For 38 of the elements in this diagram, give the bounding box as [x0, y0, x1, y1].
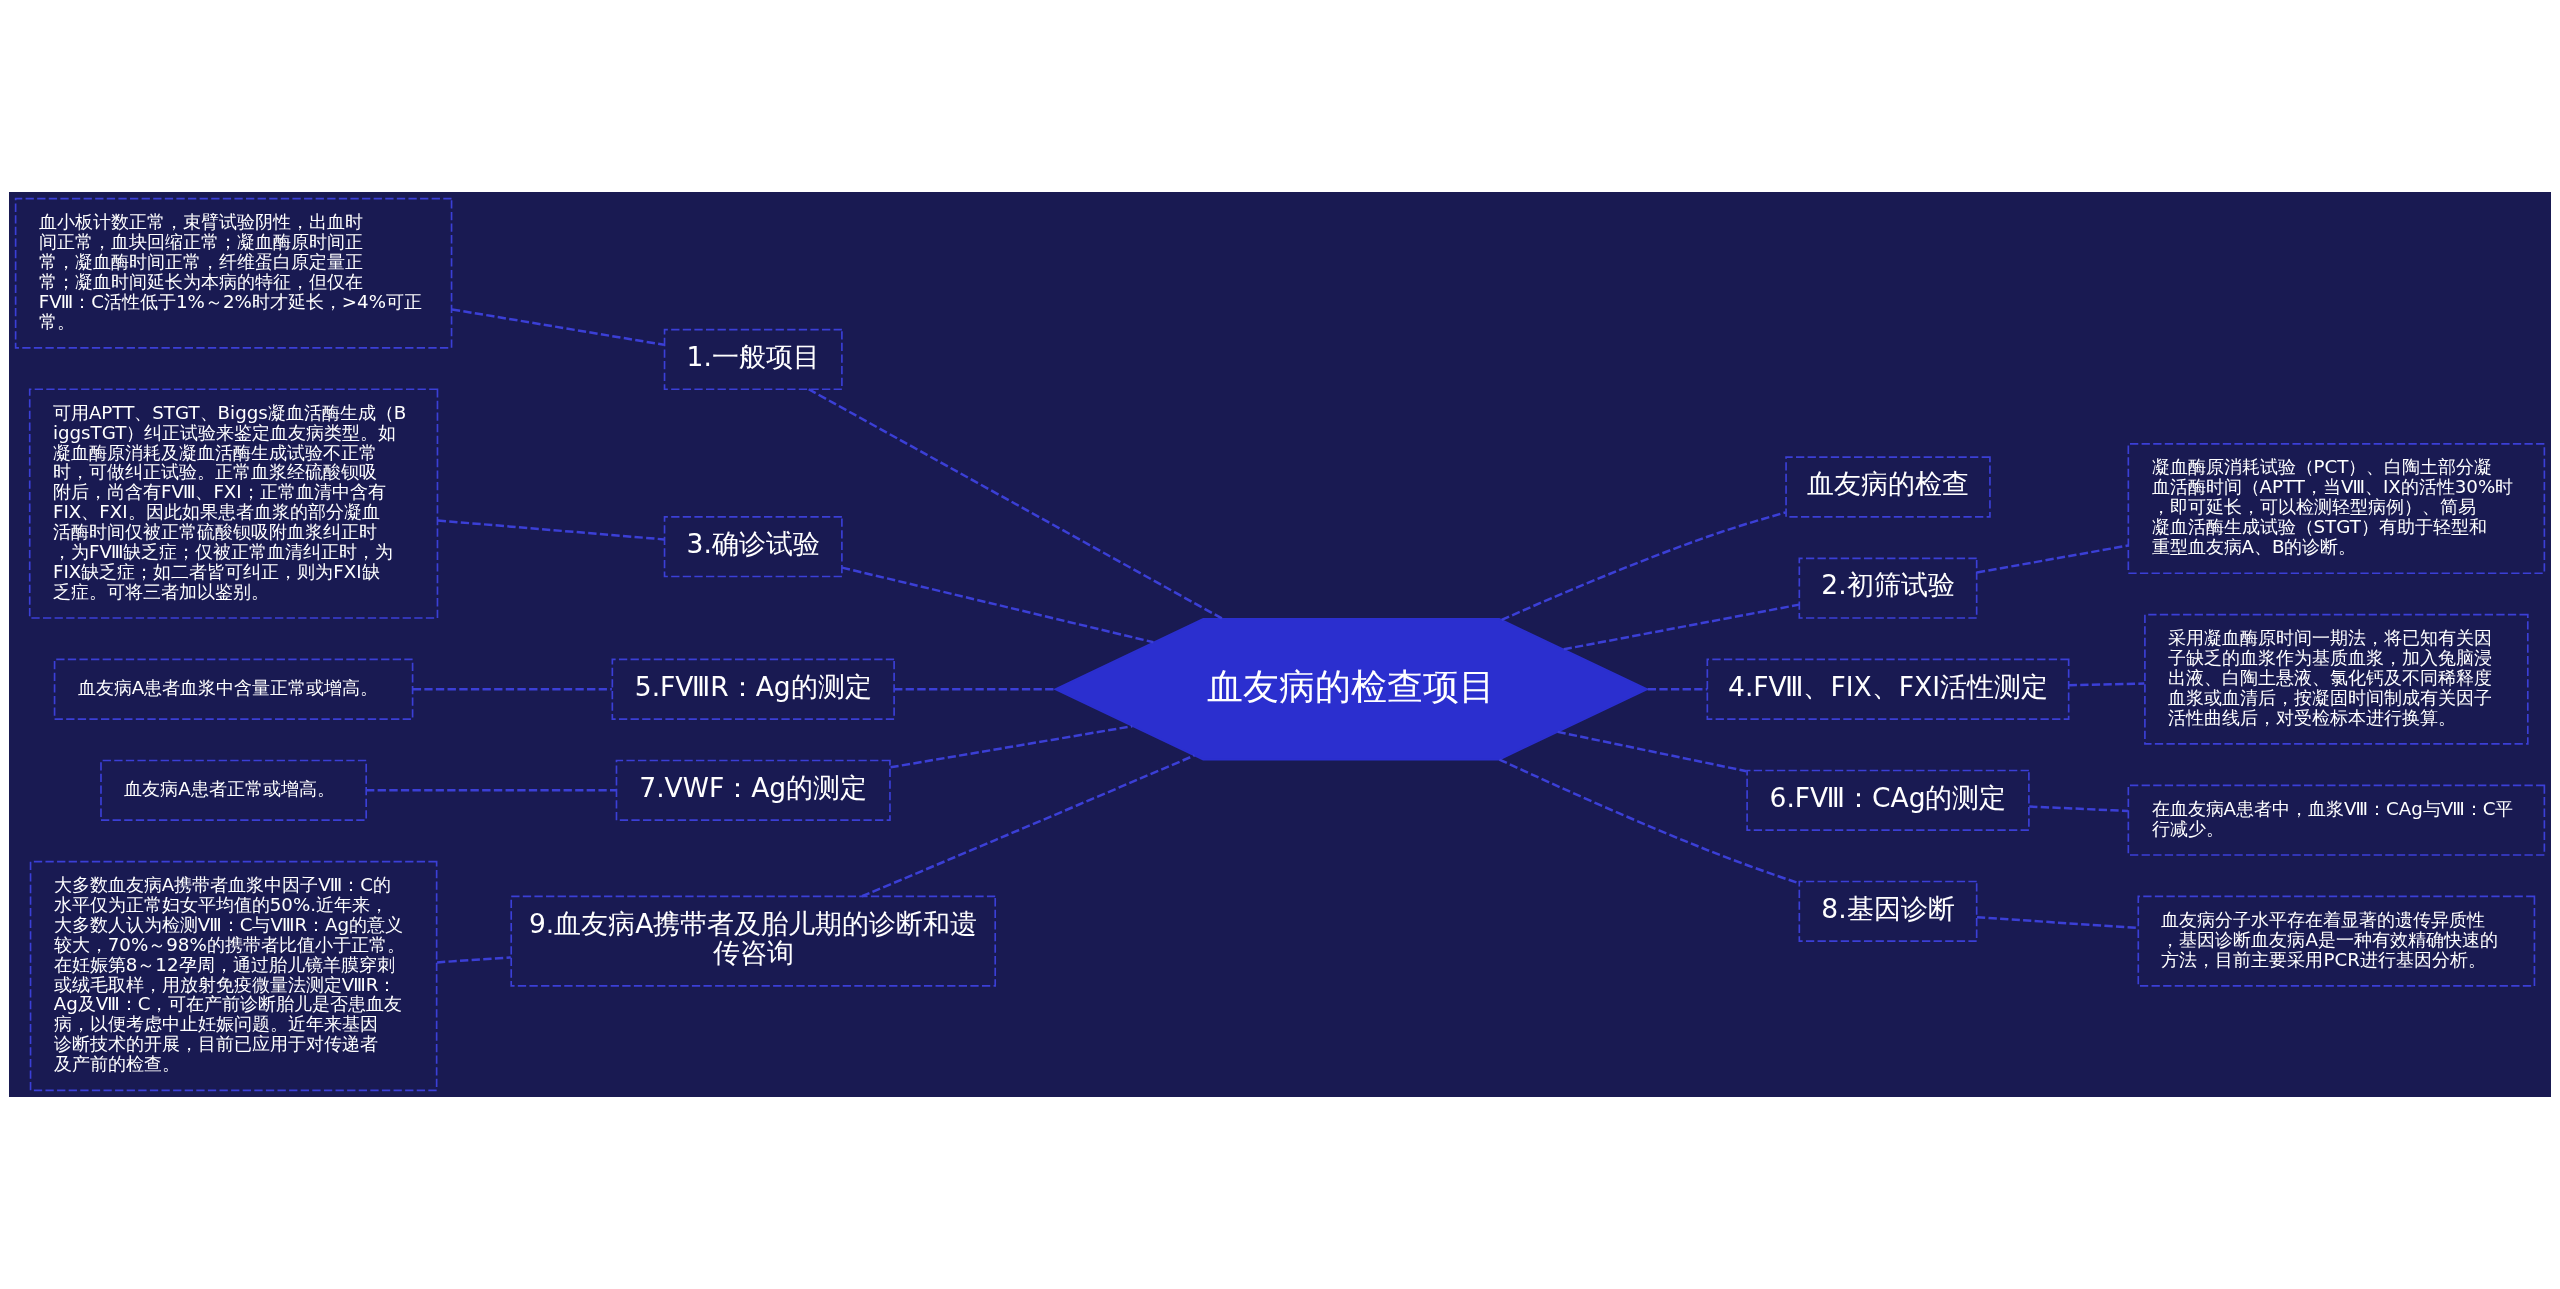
connector — [1976, 544, 2129, 574]
connector — [2029, 805, 2128, 813]
connector — [451, 308, 665, 346]
node-box: 血友病A患者血浆中含量正常或增高。 — [53, 658, 414, 720]
connector — [1501, 511, 1787, 622]
node-box: 血友病分子水平存在着显著的遗传异质性，基因诊断血友病A是一种有效精确快速的方法，目前主要采用PCR进行基因分析。 — [2137, 895, 2536, 987]
connector — [894, 688, 1056, 691]
connector — [437, 519, 665, 541]
connector — [890, 724, 1133, 769]
node-box: 3.确诊试验 — [663, 516, 843, 578]
connector — [1647, 688, 1708, 691]
node-box: 9.血友病A携带者及胎儿期的诊断和遗传咨询 — [510, 895, 997, 987]
connector — [861, 754, 1195, 898]
connector — [1563, 603, 1800, 651]
node-box: 凝血酶原消耗试验（PCT）、白陶土部分凝血活酶时间（APTT，当Ⅷ、IX的活性30%时，即可延长，可以检测轻型病例）、简易凝血活酶生成试验（STGT）有助于轻型和重型血友病A、B的诊断。 — [2127, 443, 2546, 575]
node-box: 大多数血友病A携带者血浆中因子Ⅷ：C的水平仅为正常妇女平均值的50%.近年来，大多数人认为检测Ⅷ：C与ⅧR：Ag的意义较大，70%～98%的携带者比值小于正常。在妊娠第8～12孕周，通过胎儿镜羊膜穿刺或绒毛取样，用放射免疫微量法测定ⅧR：Ag及Ⅷ：C，可在产前诊断胎儿是否患血友病，以便考虑中止妊娠问题。近年来基因诊断技术的开展，目前已应用于对传递者及产前的检查。 — [29, 860, 438, 1092]
connector — [437, 956, 511, 964]
connector — [2068, 682, 2145, 687]
connector — [1557, 730, 1747, 773]
node-box: 7.VWF：Ag的测定 — [615, 759, 891, 822]
connector — [366, 789, 617, 792]
connector — [412, 688, 612, 691]
node-box: 8.基因诊断 — [1798, 880, 1978, 943]
node-box: 5.FⅧR：Ag的测定 — [611, 658, 895, 720]
node-box: 血友病A患者正常或增高。 — [100, 759, 367, 822]
connector — [841, 566, 1154, 644]
node-box: 1.一般项目 — [663, 328, 843, 391]
node-box: 6.FⅧ：CAg的测定 — [1746, 769, 2030, 831]
node-box: 血小板计数正常，束臂试验阴性，出血时间正常，血块回缩正常；凝血酶原时间正常，凝血酶时间正常，纤维蛋白原定量正常；凝血时间延长为本病的特征，但仅在FⅧ：C活性低于1%～2%时才延长，>4%可正常。 — [14, 197, 453, 349]
node-box: 2.初筛试验 — [1798, 557, 1978, 619]
connector — [808, 388, 1224, 620]
node-box: 血友病的检查 — [1785, 456, 1991, 518]
node-box: 可用APTT、STGT、Biggs凝血活酶生成（BiggsTGT）纠正试验来鉴定血友病类型。如凝血酶原消耗及凝血活酶生成试验不正常时，可做纠正试验。正常血浆经硫酸钡吸附后，尚含有FⅧ、FXI；正常血清中含有FIX、FXI。因此如果患者血浆的部分凝血活酶时间仅被正常硫酸钡吸附血浆纠正时，为FⅧ缺乏症；仅被正常血清纠正时，为FIX缺乏症；如二者皆可纠正，则为FXI缺乏症。可将三者加以鉴别。 — [28, 388, 439, 619]
node-box: 采用凝血酶原时间一期法，将已知有关因子缺乏的血浆作为基质血浆，加入兔脑浸出液、白陶土悬液、氯化钙及不同稀释度血浆或血清后，按凝固时间制成有关因子活性曲线后，对受检标本进行换算。 — [2144, 613, 2529, 745]
connector — [1498, 758, 1800, 885]
node-box: 4.FⅧ、FIX、FXI活性测定 — [1706, 658, 2070, 720]
node-box: 在血友病A患者中，血浆Ⅷ：CAg与Ⅷ：C平行减少。 — [2127, 784, 2546, 856]
connector — [1976, 915, 2138, 930]
